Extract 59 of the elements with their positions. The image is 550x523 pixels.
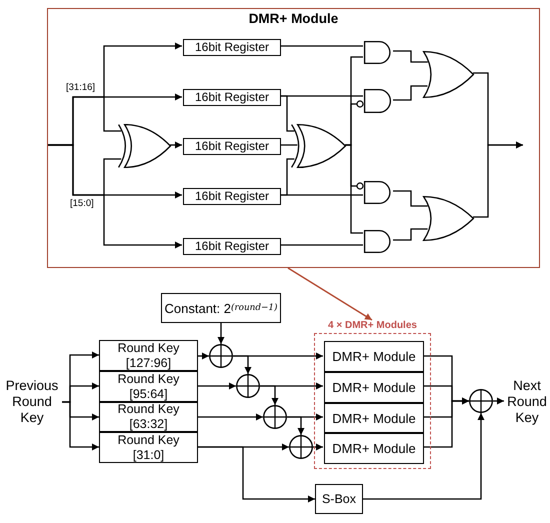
arrow	[198, 352, 209, 360]
module-panel	[47, 8, 540, 268]
connector-line	[393, 190, 428, 207]
arrow	[260, 385, 278, 405]
module-box: DMR+ Module	[324, 341, 424, 372]
connector-line	[280, 194, 363, 196]
and-gate-symbol	[364, 89, 394, 113]
xor-circle-symbol	[289, 435, 313, 459]
round-key-box: Round Key [95:64]	[99, 371, 198, 402]
module-box: DMR+ Module	[324, 403, 424, 433]
xor-gate-symbol	[118, 124, 171, 168]
arrow	[198, 446, 315, 502]
input-label: Previous Round Key	[2, 378, 62, 426]
register-box: 16bit Register	[183, 89, 281, 106]
arrow	[62, 401, 99, 450]
connector-line	[393, 85, 428, 101]
xor-circle-symbol	[209, 344, 233, 368]
register-box: 16bit Register	[183, 238, 281, 255]
module-box: DMR+ Module	[324, 433, 424, 464]
arrow	[493, 398, 504, 404]
connector-line	[280, 45, 363, 47]
arrow	[473, 142, 523, 218]
connector-line	[393, 228, 428, 241]
or-gate-symbol	[423, 51, 474, 98]
bit-range-label: [15:0]	[70, 198, 94, 209]
sbox-box: S-Box	[315, 484, 363, 514]
arrow	[233, 355, 252, 374]
group-title: 4 × DMR+ Modules	[327, 320, 418, 331]
connector-line	[280, 95, 294, 132]
constant-box: Constant: 2$^{(round−1)}$	[161, 293, 281, 323]
xor-circle-symbol	[236, 374, 260, 398]
arrow	[198, 414, 263, 420]
callout-arrow	[288, 267, 372, 321]
arrow	[287, 416, 304, 435]
connector-line	[393, 50, 428, 63]
or-gate-symbol	[423, 196, 474, 241]
xor-circle-symbol	[469, 389, 493, 413]
bit-range-label: [31:16]	[66, 82, 96, 93]
register-box: 16bit Register	[183, 138, 281, 155]
register-box: 16bit Register	[183, 188, 281, 205]
arrow	[170, 142, 182, 148]
connector-line	[345, 144, 363, 234]
round-key-box: Round Key [63:32]	[99, 402, 198, 432]
connector-line	[280, 144, 298, 146]
xor-gate-symbol	[291, 124, 346, 168]
arrow	[198, 382, 236, 390]
round-key-box: Round Key [31:0]	[99, 432, 198, 463]
register-box: 16bit Register	[183, 39, 281, 56]
connector-line	[280, 244, 363, 246]
output-label: Next Round Key	[504, 378, 550, 426]
arrow	[423, 398, 469, 448]
arrow	[313, 444, 323, 450]
module-box: DMR+ Module	[324, 372, 424, 403]
round-key-box: Round Key [127:96]	[99, 340, 198, 371]
panel-title: DMR+ Module	[248, 11, 340, 26]
arrow	[218, 323, 224, 344]
arrow	[47, 144, 182, 248]
xor-circle-symbol	[263, 405, 287, 429]
arrow	[363, 413, 484, 500]
